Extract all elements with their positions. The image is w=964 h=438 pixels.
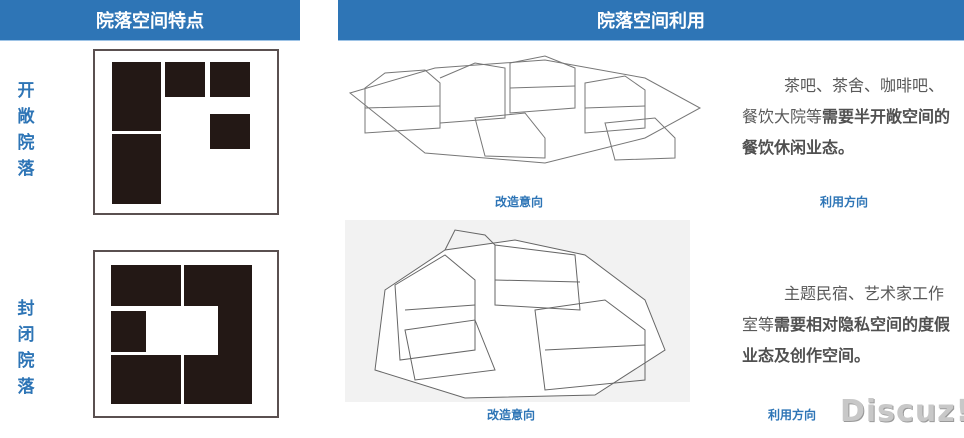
watermark-logo: Discuz! bbox=[840, 394, 964, 429]
building-block bbox=[210, 62, 250, 97]
description-bold: 需要相对隐私空间的度假业态及创作空间。 bbox=[742, 315, 951, 365]
image-caption: 改造意向 bbox=[487, 408, 536, 422]
closed-courtyard-description: 主题民宿、艺术家工作室等需要相对隐私空间的度假业态及创作空间。 bbox=[742, 278, 952, 371]
open-courtyard-sketch-image bbox=[348, 55, 702, 164]
building-block bbox=[111, 355, 181, 404]
description-plain: 茶吧、茶舍、咖啡吧、餐饮大院等 bbox=[742, 76, 945, 126]
building-block bbox=[218, 306, 252, 355]
building-block bbox=[165, 62, 205, 97]
building-block bbox=[111, 311, 146, 352]
closed-courtyard-label: 封 闭 院 落 bbox=[17, 299, 35, 397]
description-plain: 主题民宿、艺术家工作室等 bbox=[742, 284, 945, 334]
section-header-usage: 院落空间利用 bbox=[338, 0, 964, 41]
open-courtyard-description: 茶吧、茶舍、咖啡吧、餐饮大院等需要半开敞空间的餐饮休闲业态。 bbox=[742, 70, 952, 163]
image-caption: 改造意向 bbox=[495, 195, 544, 209]
building-block bbox=[184, 355, 252, 404]
building-block bbox=[112, 62, 161, 131]
header-title: 院落空间利用 bbox=[597, 11, 705, 32]
open-courtyard-label: 开 敞 院 落 bbox=[17, 81, 35, 179]
open-courtyard-diagram bbox=[93, 49, 279, 215]
usage-caption: 利用方向 bbox=[768, 408, 817, 422]
usage-caption: 利用方向 bbox=[820, 195, 869, 209]
building-block bbox=[111, 265, 181, 306]
closed-courtyard-sketch-image bbox=[345, 220, 690, 402]
section-header-features: 院落空间特点 bbox=[0, 0, 300, 41]
building-block bbox=[210, 114, 250, 149]
building-block bbox=[112, 134, 161, 204]
header-title: 院落空间特点 bbox=[96, 11, 204, 32]
building-block bbox=[184, 265, 252, 306]
description-bold: 需要半开敞空间的餐饮休闲业态。 bbox=[742, 107, 951, 157]
closed-courtyard-diagram bbox=[93, 250, 279, 418]
